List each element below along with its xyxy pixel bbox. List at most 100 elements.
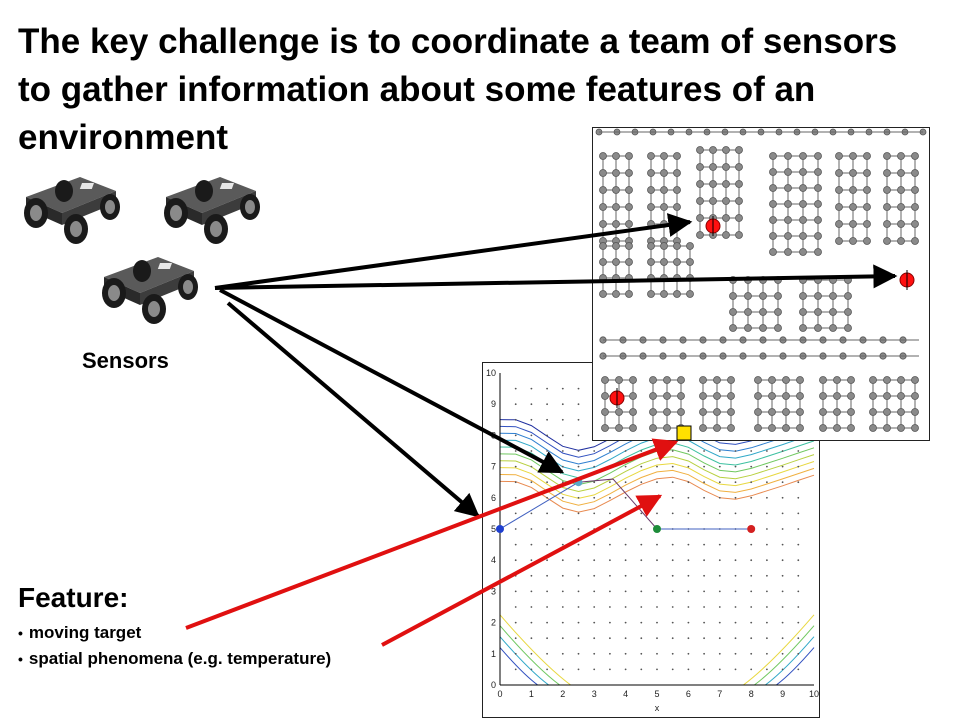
grid-dot: [656, 621, 658, 624]
graph-node: [814, 248, 822, 256]
graph-node: [722, 214, 730, 222]
grid-dot: [640, 652, 643, 655]
graph-node: [673, 220, 681, 228]
grid-dot: [671, 465, 674, 468]
graph-node: [699, 408, 707, 416]
graph-node: [897, 186, 905, 194]
sensor-path-blue: [499, 481, 579, 530]
graph-node: [835, 169, 843, 177]
grid-dot: [593, 496, 596, 499]
graph-node: [722, 231, 730, 239]
grid-dot: [609, 559, 611, 562]
graph-node: [796, 408, 804, 416]
graph-node: [599, 169, 607, 177]
grid-dot: [734, 652, 737, 655]
grid-dot: [750, 574, 753, 577]
grid-dot: [609, 621, 611, 624]
graph-node: [796, 376, 804, 384]
grid-dot: [561, 668, 564, 671]
graph-node: [769, 216, 777, 224]
graph-node: [911, 392, 919, 400]
grid-dot: [797, 450, 800, 452]
graph-node: [883, 392, 891, 400]
robot-rover-icon: [24, 177, 120, 244]
graph-node: [863, 169, 871, 177]
grid-dot: [546, 590, 548, 593]
title-line-1: The key challenge is to coordinate a tea…: [18, 22, 898, 61]
graph-node: [768, 392, 776, 400]
grid-dot: [671, 496, 674, 499]
grid-dot: [687, 559, 690, 562]
graph-node: [647, 290, 655, 298]
graph-node: [883, 152, 891, 160]
x-tick-label: 8: [749, 689, 754, 699]
grid-dot: [530, 590, 533, 593]
grid-dot: [640, 481, 643, 484]
graph-node: [696, 180, 704, 188]
feature-item-moving-target: moving target: [18, 620, 331, 646]
graph-node: [883, 169, 891, 177]
grid-dot: [561, 418, 564, 421]
grid-dot: [687, 512, 690, 515]
graph-node: [647, 186, 655, 194]
y-tick-label: 9: [491, 399, 496, 409]
graph-node: [847, 408, 855, 416]
graph-node: [629, 376, 637, 384]
contour-line-top: [499, 474, 815, 513]
grid-dot: [656, 543, 658, 546]
grid-dot: [609, 528, 611, 530]
grid-dot: [624, 637, 627, 640]
grid-dot: [609, 590, 611, 593]
graph-node: [599, 152, 607, 160]
title-line-3: environment: [18, 118, 229, 157]
grid-dot: [781, 543, 784, 546]
grid-dot: [514, 668, 517, 671]
graph-node: [799, 200, 807, 208]
graph-node: [663, 392, 671, 400]
graph-node: [713, 408, 721, 416]
graph-node: [696, 231, 704, 239]
graph-node: [601, 408, 609, 416]
graph-node: [897, 392, 905, 400]
grid-dot: [593, 606, 596, 608]
grid-dot: [718, 668, 721, 671]
grid-dot: [766, 543, 768, 546]
grid-dot: [797, 512, 800, 515]
graph-node: [744, 276, 752, 284]
graph-node: [844, 324, 852, 332]
y-tick-label: 2: [491, 618, 496, 628]
grid-dot: [609, 574, 611, 577]
graph-node: [849, 203, 857, 211]
grid-dot: [766, 668, 768, 671]
graph-node: [897, 203, 905, 211]
grid-dot: [734, 559, 737, 562]
grid-dot: [577, 668, 580, 671]
grid-dot: [561, 528, 564, 530]
graph-node: [774, 276, 782, 284]
contour-line-corner-right: [776, 647, 815, 686]
grid-dot: [593, 590, 596, 593]
graph-node: [727, 392, 735, 400]
grid-dot: [718, 606, 721, 608]
graph-node: [833, 408, 841, 416]
graph-node: [615, 408, 623, 416]
sensor-point: [653, 525, 661, 533]
graph-node: [599, 258, 607, 266]
graph-node: [673, 169, 681, 177]
graph-node: [897, 220, 905, 228]
grid-dot: [577, 403, 580, 406]
graph-node: [883, 424, 891, 432]
grid-dot: [593, 481, 596, 484]
grid-dot: [593, 559, 596, 562]
grid-dot: [766, 465, 768, 468]
grid-dot: [561, 559, 564, 562]
grid-dot: [530, 450, 533, 452]
graph-node: [729, 276, 737, 284]
grid-dot: [750, 481, 753, 484]
graph-node: [615, 376, 623, 384]
grid-dot: [530, 637, 533, 640]
grid-dot: [546, 652, 548, 655]
grid-dot: [797, 652, 800, 655]
x-tick-label: 0: [497, 689, 502, 699]
graph-node: [601, 392, 609, 400]
